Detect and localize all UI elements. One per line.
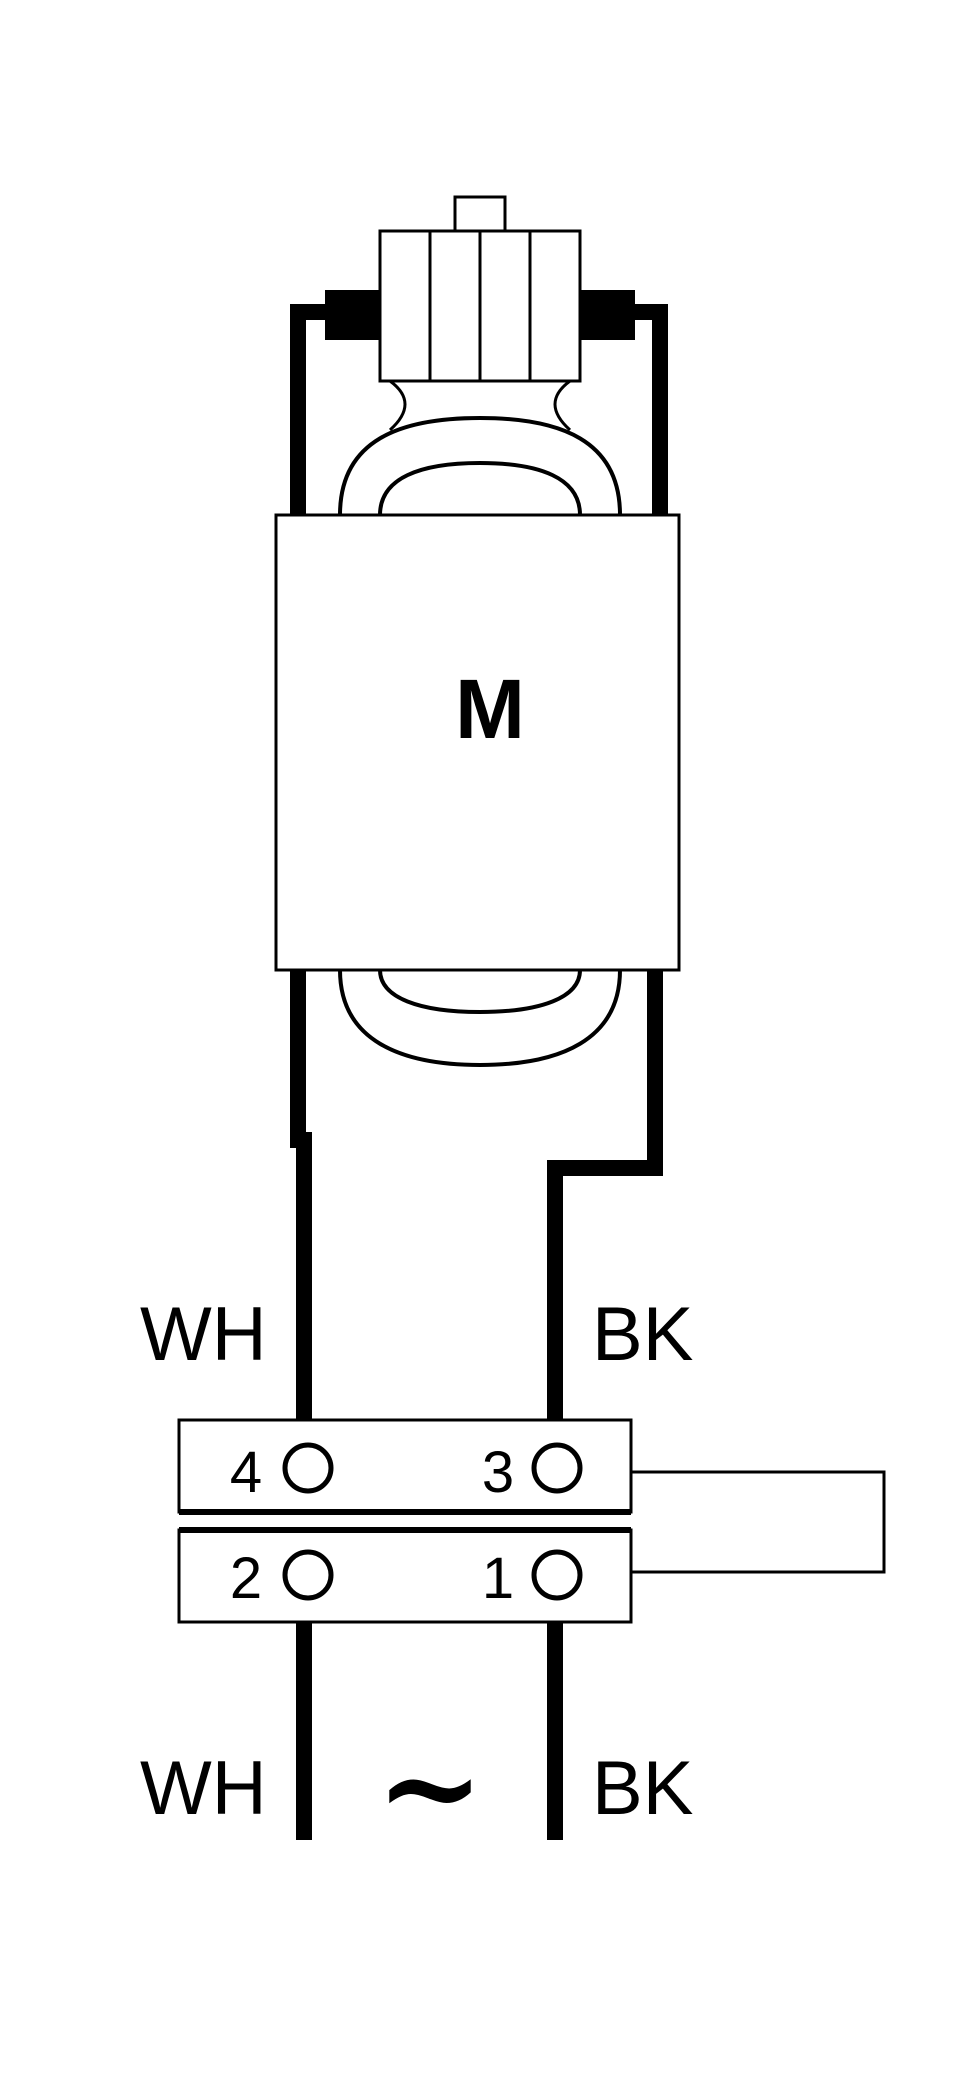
terminal-block: 4 3 2 1 xyxy=(177,1418,886,1624)
terminal-2 xyxy=(282,1549,334,1601)
wire-right-top xyxy=(635,304,668,515)
wire-label-wh-lower: WH xyxy=(140,1746,267,1831)
wire-label-wh-upper: WH xyxy=(140,1292,267,1377)
wires xyxy=(290,304,668,1840)
gear-feet xyxy=(388,379,572,432)
terminal-4 xyxy=(282,1442,334,1494)
terminal-1 xyxy=(531,1549,583,1601)
terminal-3 xyxy=(531,1442,583,1494)
terminal-number-1: 1 xyxy=(482,1546,514,1611)
wire-label-bk-lower: BK xyxy=(592,1746,693,1831)
motor-coil-loops xyxy=(338,415,622,1068)
wire-left-main xyxy=(290,970,312,1450)
wire-left-top xyxy=(290,304,325,515)
wire-label-bk-upper: BK xyxy=(592,1292,693,1377)
wire-right-main xyxy=(547,970,663,1450)
gear-component xyxy=(378,195,582,383)
terminal-number-2: 2 xyxy=(230,1546,262,1611)
connector-blocks xyxy=(325,290,635,340)
jumper-bracket xyxy=(631,1470,886,1574)
ac-supply-symbol: ~ xyxy=(376,1710,485,1863)
motor-label: M xyxy=(455,662,525,756)
motor-box xyxy=(274,513,681,972)
terminal-number-4: 4 xyxy=(230,1440,262,1505)
terminal-number-3: 3 xyxy=(482,1440,514,1505)
